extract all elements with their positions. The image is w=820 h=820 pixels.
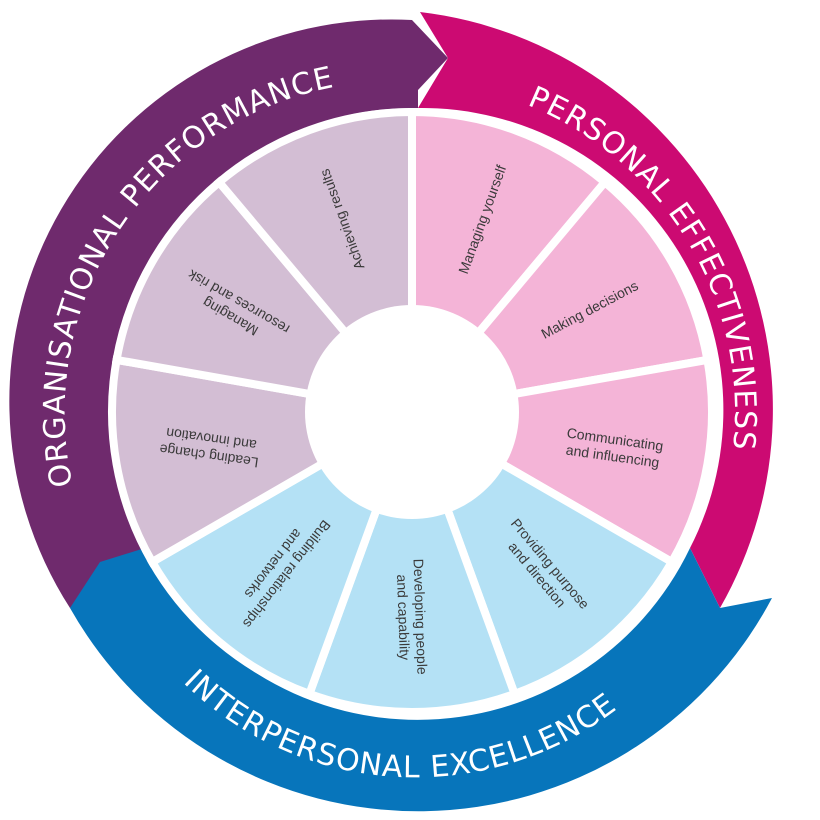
segment-label-line: and capability <box>394 574 413 660</box>
segment-label-line: Developing people <box>410 558 430 675</box>
segment-label-developing-people: Developing peopleand capability <box>393 558 430 675</box>
personal-effectiveness-band <box>418 12 773 608</box>
center-hub <box>305 305 519 519</box>
interpersonal-excellence-band <box>70 548 772 812</box>
organisational-performance-band <box>9 19 448 608</box>
